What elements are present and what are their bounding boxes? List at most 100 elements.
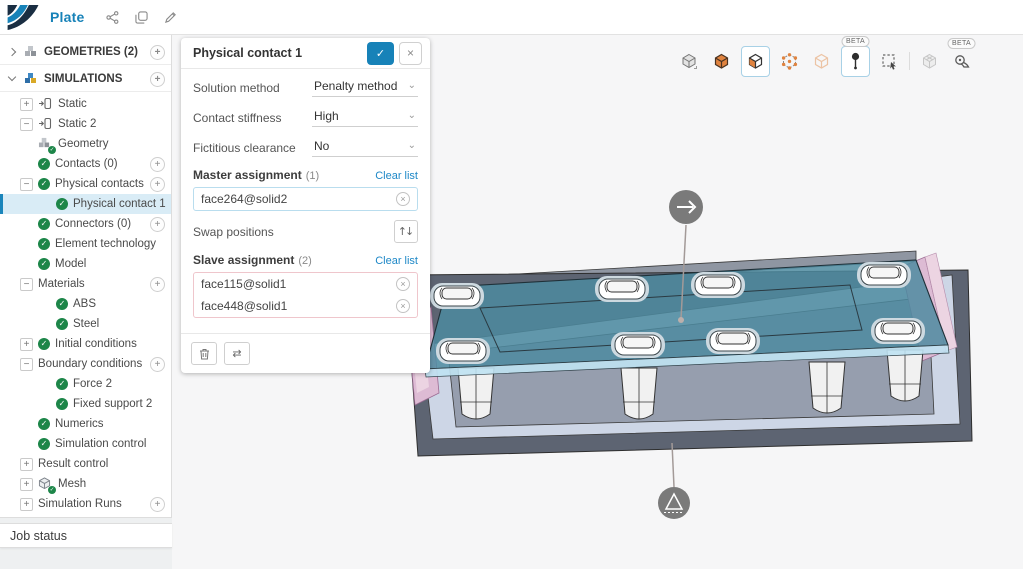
tree-item-model[interactable]: ✓ Model bbox=[0, 254, 171, 274]
tree-section-geometries[interactable]: GEOMETRIES (2) + bbox=[0, 40, 171, 65]
apply-button[interactable]: ✓ bbox=[367, 41, 394, 65]
assembly-cube-button[interactable] bbox=[809, 49, 834, 74]
clip-slot[interactable] bbox=[610, 331, 666, 359]
snap-peg[interactable] bbox=[457, 367, 495, 420]
volume-select-button[interactable] bbox=[709, 49, 734, 74]
force-arrow-handle[interactable] bbox=[669, 190, 703, 224]
add-physical-contact-button[interactable]: + bbox=[150, 176, 165, 192]
tree-item-connectors[interactable]: ✓ Connectors (0) + bbox=[0, 214, 171, 234]
viewport-3d[interactable]: BETA BETA bbox=[172, 35, 1023, 569]
remove-assignment-icon[interactable]: × bbox=[396, 299, 410, 313]
chevron-down-icon[interactable] bbox=[7, 74, 17, 84]
remove-assignment-icon[interactable]: × bbox=[396, 192, 410, 206]
tree-item-static[interactable]: + Static bbox=[0, 94, 171, 114]
model-scene[interactable] bbox=[172, 35, 1023, 569]
tree-item-materials[interactable]: − Materials + bbox=[0, 274, 171, 294]
tree-item-physical-contacts[interactable]: − ✓ Physical contacts + bbox=[0, 174, 171, 194]
select-value: High bbox=[314, 109, 339, 123]
clip-slot[interactable] bbox=[435, 337, 491, 365]
tree-item-label: Connectors (0) bbox=[55, 218, 132, 230]
contact-stiffness-select[interactable]: High ⌄ bbox=[312, 108, 418, 127]
tree-item-contacts[interactable]: ✓ Contacts (0) + bbox=[0, 154, 171, 174]
close-button[interactable]: × bbox=[399, 41, 422, 65]
collapse-icon[interactable]: − bbox=[20, 277, 33, 291]
add-simulation-run-button[interactable]: + bbox=[150, 496, 165, 512]
tree-item-static-2[interactable]: − Static 2 bbox=[0, 114, 171, 134]
slave-clear-list-link[interactable]: Clear list bbox=[375, 255, 418, 267]
expand-icon[interactable]: + bbox=[20, 457, 33, 471]
tree-item-mesh[interactable]: + ✓ Mesh bbox=[0, 474, 171, 494]
tree-item-simulation-runs[interactable]: + Simulation Runs + bbox=[0, 494, 171, 514]
clip-slot[interactable] bbox=[690, 271, 746, 299]
delete-button[interactable] bbox=[191, 342, 217, 365]
tree-item-label: Simulation control bbox=[55, 438, 147, 450]
share-icon[interactable] bbox=[106, 10, 119, 24]
snap-peg[interactable] bbox=[886, 349, 924, 402]
duplicate-icon[interactable] bbox=[135, 10, 149, 24]
fixed-support-handle[interactable] bbox=[658, 487, 690, 519]
add-geometry-button[interactable]: + bbox=[150, 44, 165, 60]
plate-front-edge[interactable] bbox=[424, 344, 950, 378]
fictitious-clearance-select[interactable]: No ⌄ bbox=[312, 138, 418, 157]
tree-item-boundary-conditions[interactable]: − Boundary conditions + bbox=[0, 354, 171, 374]
expand-icon[interactable]: + bbox=[20, 477, 33, 491]
tree-item-fixed-support-2[interactable]: ✓ Fixed support 2 bbox=[0, 394, 171, 414]
edit-icon[interactable] bbox=[164, 11, 177, 24]
collapse-icon[interactable]: − bbox=[20, 117, 33, 131]
solution-method-select[interactable]: Penalty method ⌄ bbox=[312, 78, 418, 97]
tree-item-label: Numerics bbox=[55, 418, 104, 430]
master-clear-list-link[interactable]: Clear list bbox=[375, 170, 418, 182]
snap-peg[interactable] bbox=[620, 367, 658, 420]
assignment-chip[interactable]: face448@solid1 × bbox=[194, 295, 417, 317]
remove-assignment-icon[interactable]: × bbox=[396, 277, 410, 291]
tree-item-label: Static 2 bbox=[58, 118, 97, 130]
tree-item-abs[interactable]: ✓ ABS bbox=[0, 294, 171, 314]
render-mode-cube-button[interactable] bbox=[677, 49, 702, 74]
tree-item-element-technology[interactable]: ✓ Element technology bbox=[0, 234, 171, 254]
box-select-button[interactable] bbox=[877, 49, 902, 74]
tree-item-numerics[interactable]: ✓ Numerics bbox=[0, 414, 171, 434]
add-material-button[interactable]: + bbox=[150, 276, 165, 292]
assignment-chip[interactable]: face115@solid1 × bbox=[194, 273, 417, 295]
tree-item-physical-contact-1[interactable]: ✓ Physical contact 1 bbox=[0, 194, 171, 214]
tree-item-steel[interactable]: ✓ Steel bbox=[0, 314, 171, 334]
tree-item-force-2[interactable]: ✓ Force 2 bbox=[0, 374, 171, 394]
collapse-icon[interactable]: − bbox=[20, 177, 33, 191]
check-icon: ✓ bbox=[38, 178, 50, 190]
tree-item-simulation-control[interactable]: ✓ Simulation control bbox=[0, 434, 171, 454]
clip-slot[interactable] bbox=[705, 327, 761, 355]
swap-positions-button[interactable]: ↑↓ bbox=[394, 220, 418, 243]
snap-peg[interactable] bbox=[808, 361, 846, 414]
expand-icon[interactable]: + bbox=[20, 97, 33, 111]
tree-item-label: Model bbox=[55, 258, 87, 270]
tree-item-initial-conditions[interactable]: + ✓ Initial conditions bbox=[0, 334, 171, 354]
clip-slot[interactable] bbox=[870, 317, 926, 345]
swap-master-slave-button[interactable]: ⇄ bbox=[224, 342, 250, 365]
mesh-view-button[interactable] bbox=[917, 49, 942, 74]
clip-slot[interactable] bbox=[856, 261, 912, 289]
measure-tool-button[interactable]: BETA bbox=[947, 37, 976, 74]
clip-slot[interactable] bbox=[429, 282, 485, 310]
physical-contact-panel: Physical contact 1 ✓ × Solution method P… bbox=[181, 38, 430, 373]
chevron-right-icon[interactable] bbox=[7, 47, 17, 57]
add-simulation-button[interactable]: + bbox=[150, 71, 165, 87]
tree-item-label: Simulation Runs bbox=[38, 498, 122, 510]
add-boundary-condition-button[interactable]: + bbox=[150, 356, 165, 372]
tree-item-label: Physical contacts bbox=[55, 178, 144, 190]
tree-item-geometry[interactable]: ✓ Geometry bbox=[0, 134, 171, 154]
add-connector-button[interactable]: + bbox=[150, 216, 165, 232]
tree-section-simulations[interactable]: SIMULATIONS + bbox=[0, 67, 171, 92]
chevron-down-icon: ⌄ bbox=[407, 110, 416, 121]
job-status-bar[interactable]: Job status bbox=[0, 523, 172, 548]
vertex-select-button[interactable] bbox=[777, 49, 802, 74]
clip-slot[interactable] bbox=[594, 275, 650, 303]
probe-point-button[interactable]: BETA bbox=[841, 35, 870, 77]
assignment-chip[interactable]: face264@solid2 × bbox=[194, 188, 417, 210]
collapse-icon[interactable]: − bbox=[20, 357, 33, 371]
expand-icon[interactable]: + bbox=[20, 497, 33, 511]
add-contact-button[interactable]: + bbox=[150, 156, 165, 172]
expand-icon[interactable]: + bbox=[20, 337, 33, 351]
tree-item-result-control[interactable]: + Result control bbox=[0, 454, 171, 474]
face-select-button[interactable] bbox=[741, 45, 770, 77]
tree-item-label: Physical contact 1 bbox=[73, 198, 166, 210]
